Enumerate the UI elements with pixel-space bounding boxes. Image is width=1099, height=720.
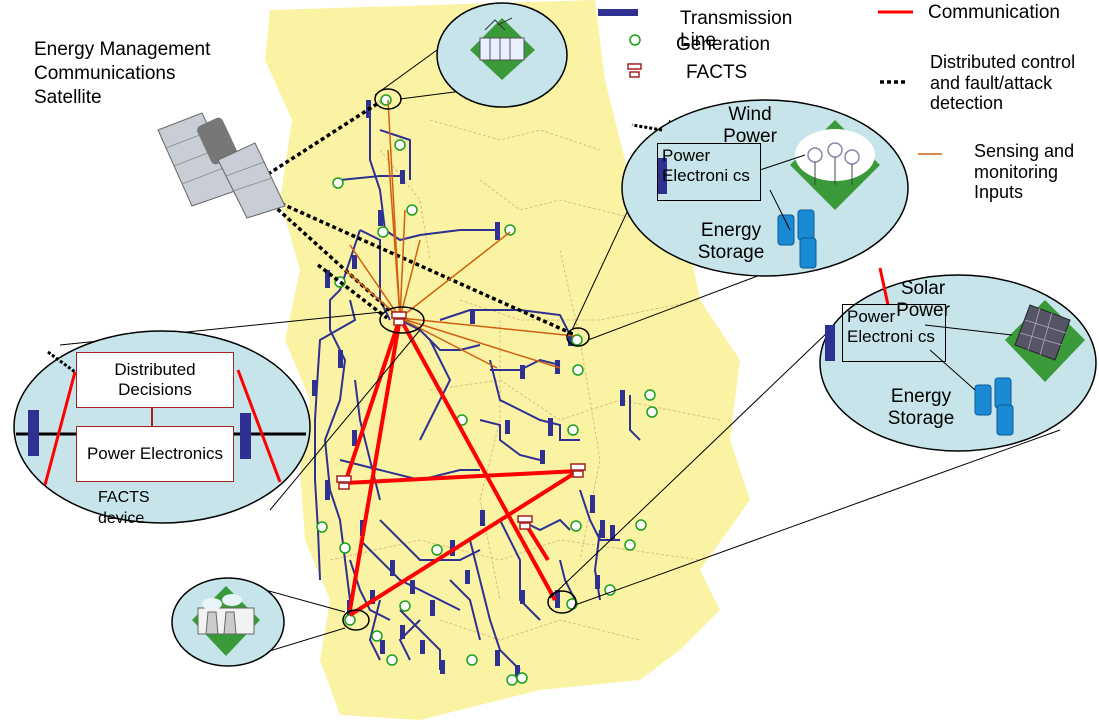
- wind-power-electronics-box: Power Electroni cs: [657, 143, 761, 201]
- legend-facts-label: FACTS: [686, 62, 748, 83]
- thermal-plant-icon: [192, 586, 260, 656]
- highlight-ellipses: [342, 88, 590, 631]
- legend-distributed-control-label: Distributed control and fault/attack det…: [930, 52, 1076, 114]
- facts-devices: [336, 311, 586, 530]
- wind-power-label: Wind Power: [723, 104, 777, 147]
- solar-power-label: Solar Power: [896, 278, 950, 321]
- legend-transmission-swatch: [598, 9, 638, 16]
- legend-facts-swatch: [627, 63, 642, 78]
- legend-sensing-label: Sensing and monitoring Inputs: [974, 141, 1075, 203]
- wind-farm-icon: [790, 120, 880, 210]
- facts-device-label: FACTS device: [98, 489, 150, 527]
- solar-power-electronics-box: Power Electroni cs: [842, 304, 946, 362]
- legend-transmission-line-label: Transmission Line: [680, 8, 793, 51]
- distributed-decisions-box: Distributed Decisions: [76, 352, 234, 408]
- storage-cylinders-wind: [777, 209, 817, 269]
- service-region-map: [265, 0, 750, 720]
- generators: [316, 94, 658, 686]
- wind-energy-storage-label: Energy Storage: [697, 220, 765, 263]
- solar-energy-storage-label: Energy Storage: [887, 386, 955, 429]
- legend-generation-swatch: [629, 34, 641, 46]
- satellite-icon: [157, 112, 286, 219]
- solar-comm-link: [878, 267, 890, 306]
- communication-lines: [343, 317, 580, 617]
- hydro-plant-icon: [470, 17, 535, 80]
- facts-power-electronics-box: Power Electronics: [76, 426, 234, 482]
- legend-generation-label: Generation: [676, 34, 771, 55]
- storage-cylinders-solar: [974, 377, 1014, 436]
- wind-control-link: [631, 123, 663, 132]
- solar-bus: [825, 325, 835, 361]
- wind-bus: [657, 158, 667, 194]
- sensing-lines: [344, 99, 576, 369]
- solar-panel-icon: [1005, 300, 1085, 382]
- satellite-label: Energy Management Communications Satelli…: [34, 39, 211, 108]
- legend-communication-label: Communication: [928, 2, 1060, 23]
